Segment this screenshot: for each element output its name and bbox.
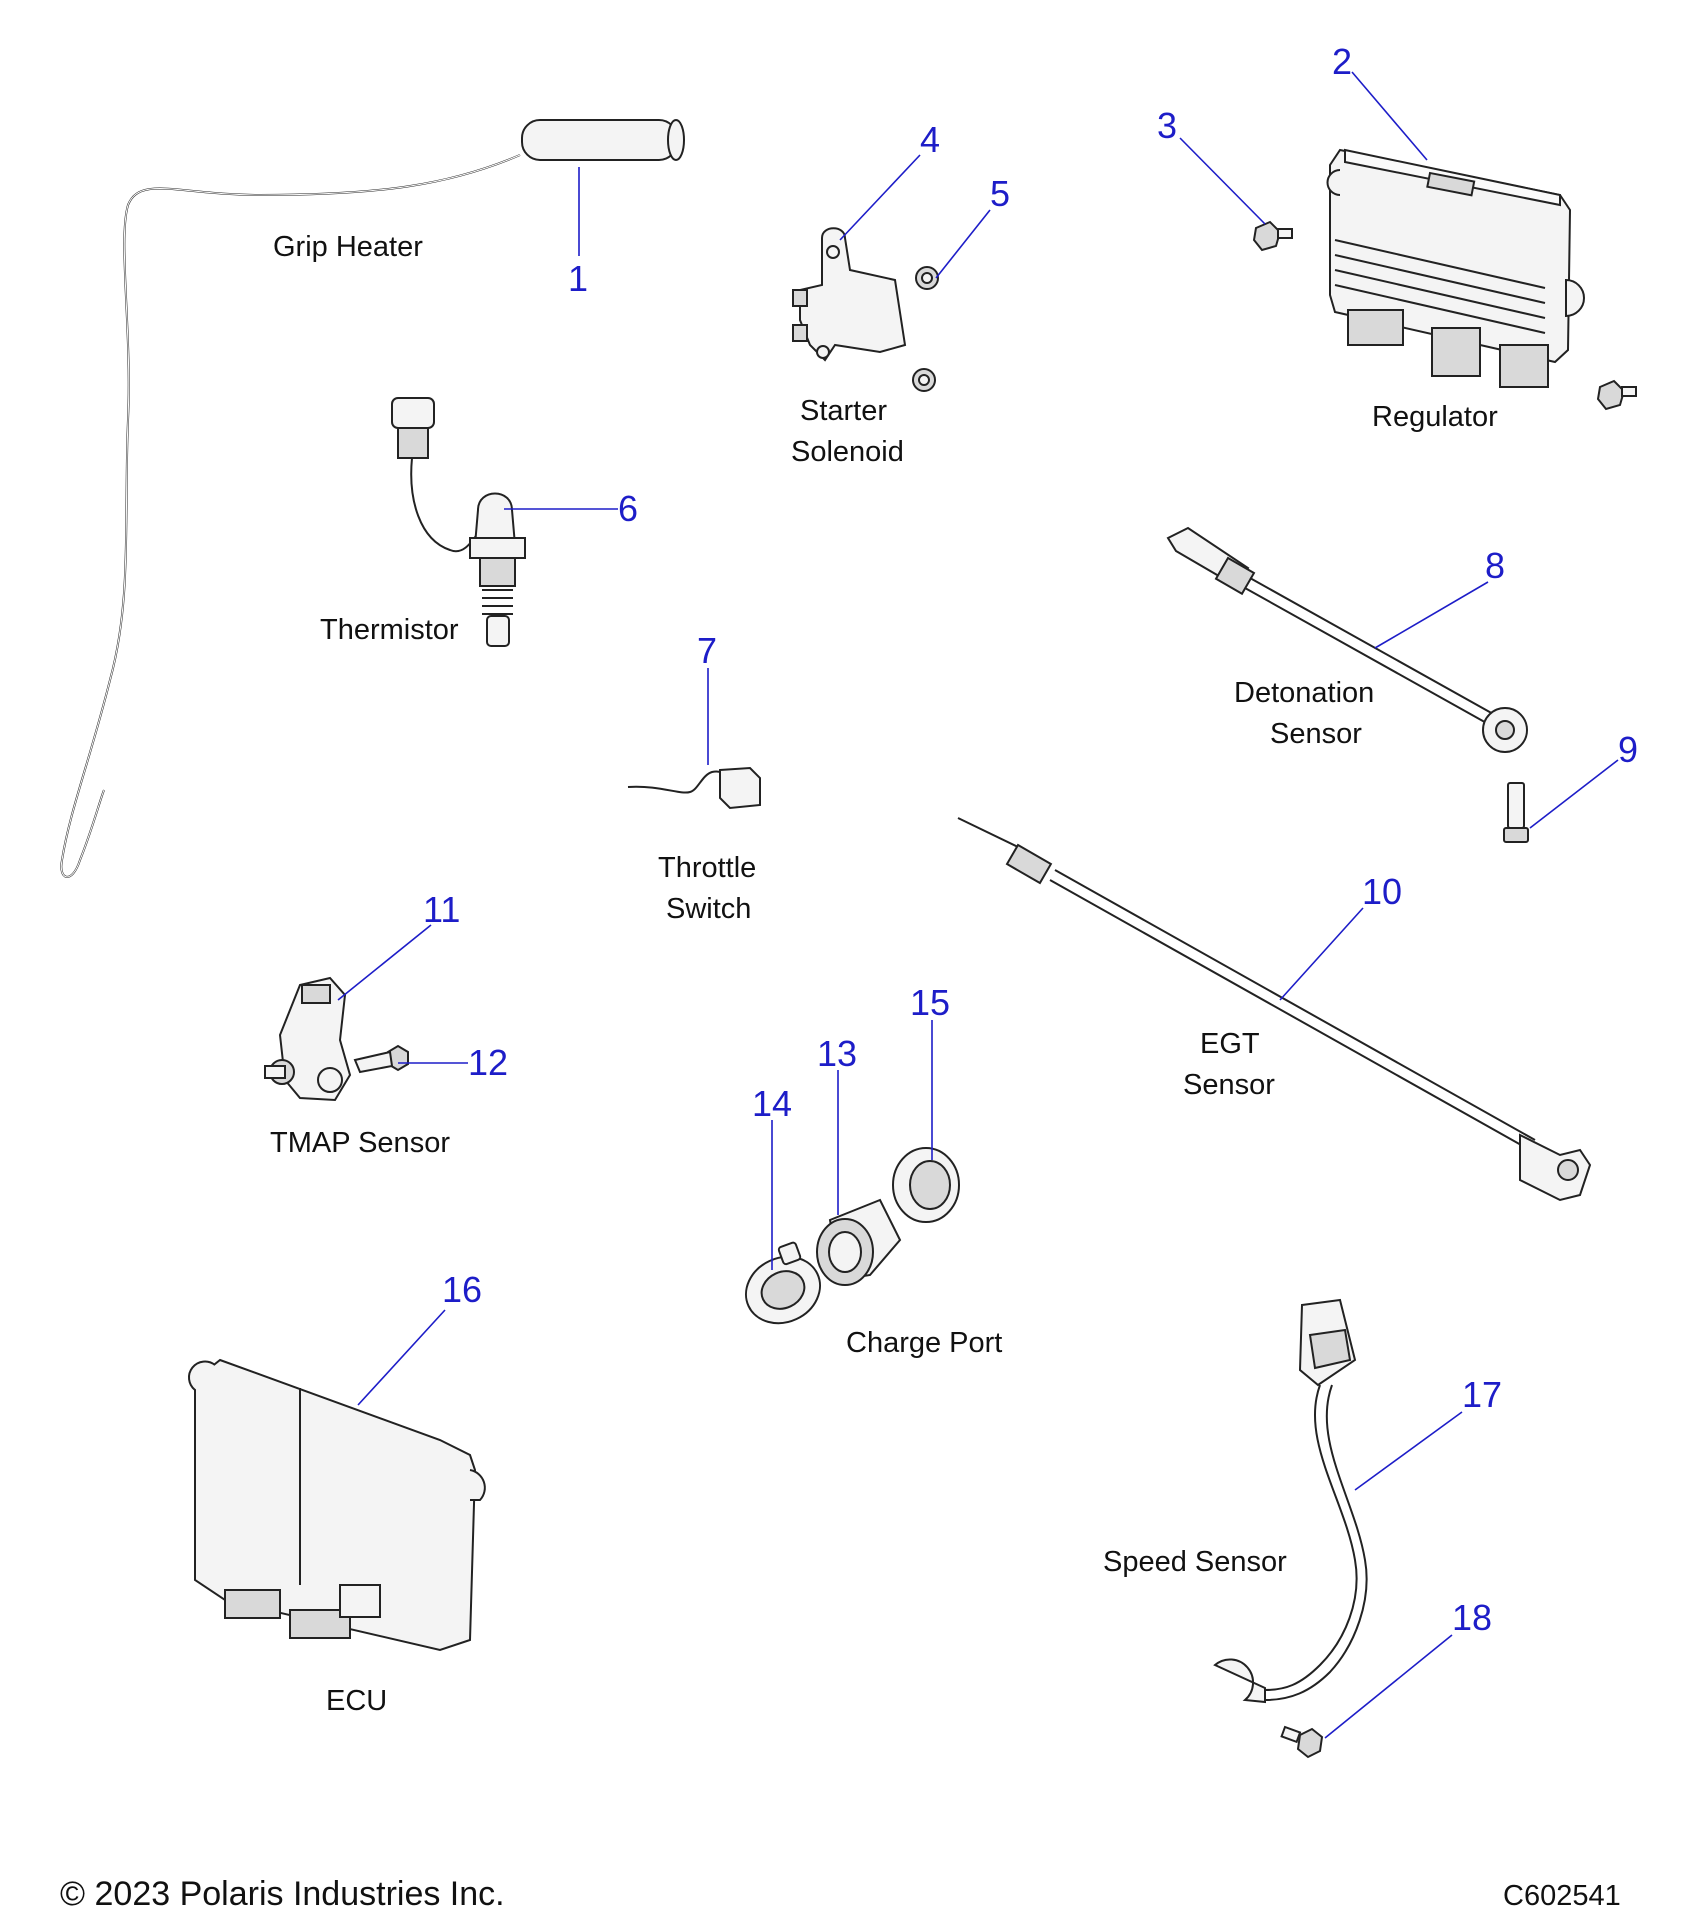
label-starter-solenoid-line2: Solenoid <box>791 436 904 468</box>
label-charge-port: Charge Port <box>846 1327 1002 1359</box>
label-grip-heater: Grip Heater <box>273 231 423 263</box>
label-detonation-sensor-line2: Sensor <box>1270 718 1362 750</box>
label-throttle-switch-line1: Throttle <box>658 852 756 884</box>
label-tmap-sensor: TMAP Sensor <box>270 1127 450 1159</box>
callout-10: 10 <box>1362 871 1402 912</box>
grip-heater-drawing <box>60 119 685 878</box>
callout-11: 11 <box>423 889 460 930</box>
callout-8: 8 <box>1485 545 1505 586</box>
callout-18: 18 <box>1452 1597 1492 1638</box>
tmap-sensor-drawing <box>264 976 409 1102</box>
callout-1: 1 <box>568 258 588 299</box>
callout-17: 17 <box>1462 1374 1502 1415</box>
callout-5: 5 <box>990 173 1010 214</box>
label-starter-solenoid-line1: Starter <box>800 395 887 427</box>
label-thermistor: Thermistor <box>320 614 459 646</box>
callout-2: 2 <box>1332 41 1352 82</box>
starter-solenoid-drawing <box>792 227 940 392</box>
callout-4: 4 <box>920 119 940 160</box>
label-speed-sensor: Speed Sensor <box>1103 1546 1287 1578</box>
label-egt-sensor-line2: Sensor <box>1183 1069 1275 1101</box>
part-labels: Grip Heater Regulator Starter Solenoid T… <box>270 231 1498 1717</box>
callout-6: 6 <box>618 488 638 529</box>
label-throttle-switch-line2: Switch <box>666 893 751 925</box>
speed-sensor-drawing <box>1213 1298 1368 1759</box>
thermistor-drawing <box>391 397 526 647</box>
callout-9: 9 <box>1618 729 1638 770</box>
label-ecu: ECU <box>326 1685 387 1717</box>
callout-15: 15 <box>910 982 950 1023</box>
ecu-drawing <box>188 1358 486 1652</box>
charge-port-drawing <box>745 1147 960 1325</box>
callout-7: 7 <box>697 630 717 671</box>
callout-numbers: 1 2 3 4 5 6 7 8 9 10 11 12 13 14 15 16 1… <box>423 41 1638 1638</box>
detonation-sensor-drawing <box>1166 526 1529 843</box>
regulator-drawing <box>1252 148 1637 411</box>
leader-lines <box>337 71 1619 1739</box>
label-egt-sensor-line1: EGT <box>1200 1028 1260 1060</box>
egt-sensor-drawing <box>957 817 1592 1202</box>
callout-16: 16 <box>442 1269 482 1310</box>
label-detonation-sensor-line1: Detonation <box>1234 677 1374 709</box>
callout-14: 14 <box>752 1083 792 1124</box>
drawing-id: C602541 <box>1503 1880 1621 1912</box>
copyright-notice: © 2023 Polaris Industries Inc. <box>60 1875 505 1912</box>
label-regulator: Regulator <box>1372 401 1498 433</box>
callout-3: 3 <box>1157 105 1177 146</box>
callout-12: 12 <box>468 1042 508 1083</box>
callout-13: 13 <box>817 1033 857 1074</box>
throttle-switch-drawing <box>627 766 761 810</box>
